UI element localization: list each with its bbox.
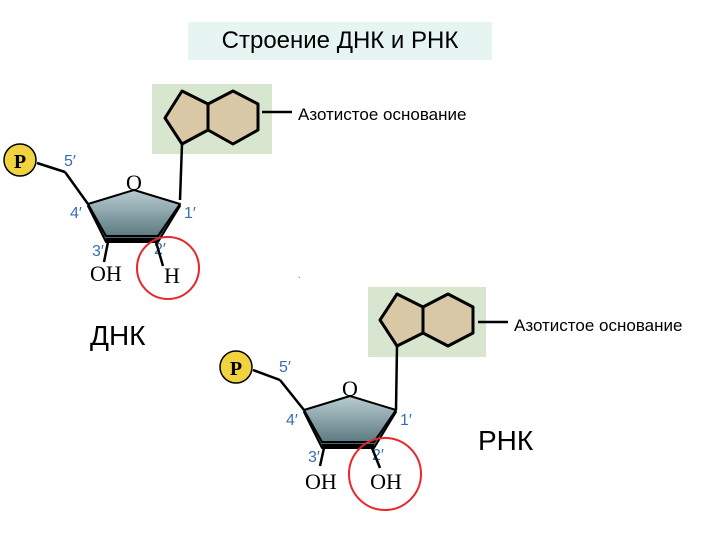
dna-sugar-ring <box>87 189 181 243</box>
dna-c3-bond <box>102 241 110 263</box>
dna-carbon-2-label: 2′ <box>154 241 166 258</box>
rna-sugar-ring <box>303 395 397 449</box>
rna-phosphate-circle[interactable] <box>219 350 253 384</box>
dna-2-group-label: H <box>164 263 180 288</box>
dna-glycosidic-bond <box>178 143 184 201</box>
rna-carbon-4-label: 4′ <box>286 412 298 429</box>
dna-bond-p-c5 <box>36 161 66 174</box>
dna-carbon-1-label: 1′ <box>184 205 196 222</box>
rna-base-label: Азотистое основание <box>514 316 682 335</box>
rna-bond-p-c5 <box>252 368 281 382</box>
rna-carbon-5-label: 5′ <box>279 359 291 376</box>
rna-carbon-2-label: 2′ <box>372 447 384 464</box>
dna-label: ДНК <box>90 320 146 351</box>
rna-ring-oxygen-label: O <box>342 376 358 401</box>
dna-carbon-3-label: 3′ <box>92 243 104 260</box>
rna-base-rings <box>378 292 475 348</box>
dna-structure: Азотистое основание P 5′ O 4′ 1′ 3′ 2′ O… <box>3 84 466 351</box>
rna-carbon-3-label: 3′ <box>308 449 320 466</box>
rna-bond-c5-c4 <box>279 379 305 411</box>
stray-mark: ˎ <box>298 268 301 278</box>
diagram-title: Строение ДНК и РНК <box>188 22 492 60</box>
dna-carbon-5-label: 5′ <box>64 153 76 170</box>
dna-phosphate-label: P <box>14 151 26 173</box>
rna-3-group-label: OH <box>305 469 337 494</box>
dna-highlight-circle <box>136 236 200 300</box>
dna-phosphate-circle[interactable] <box>3 143 37 177</box>
dna-base-label: Азотистое основание <box>298 105 466 124</box>
dna-carbon-4-label: 4′ <box>70 205 82 222</box>
rna-c3-bond <box>318 447 326 467</box>
rna-structure: Азотистое основание P 5′ O 4′ 1′ 3′ 2′ O… <box>219 287 682 511</box>
dna-base-rings <box>163 89 260 146</box>
rna-label: РНК <box>478 425 534 456</box>
dna-bond-c5-c4 <box>63 171 90 205</box>
rna-highlight-circle <box>348 437 422 511</box>
rna-carbon-1-label: 1′ <box>400 412 412 429</box>
rna-2-group-label: OH <box>370 469 402 494</box>
rna-phosphate-label: P <box>230 358 242 380</box>
dna-c2-bond <box>154 241 165 267</box>
dna-ring-oxygen-label: O <box>126 170 142 195</box>
dna-3-group-label: OH <box>90 261 122 286</box>
rna-c2-bond <box>370 447 382 469</box>
rna-glycosidic-bond <box>394 345 399 411</box>
